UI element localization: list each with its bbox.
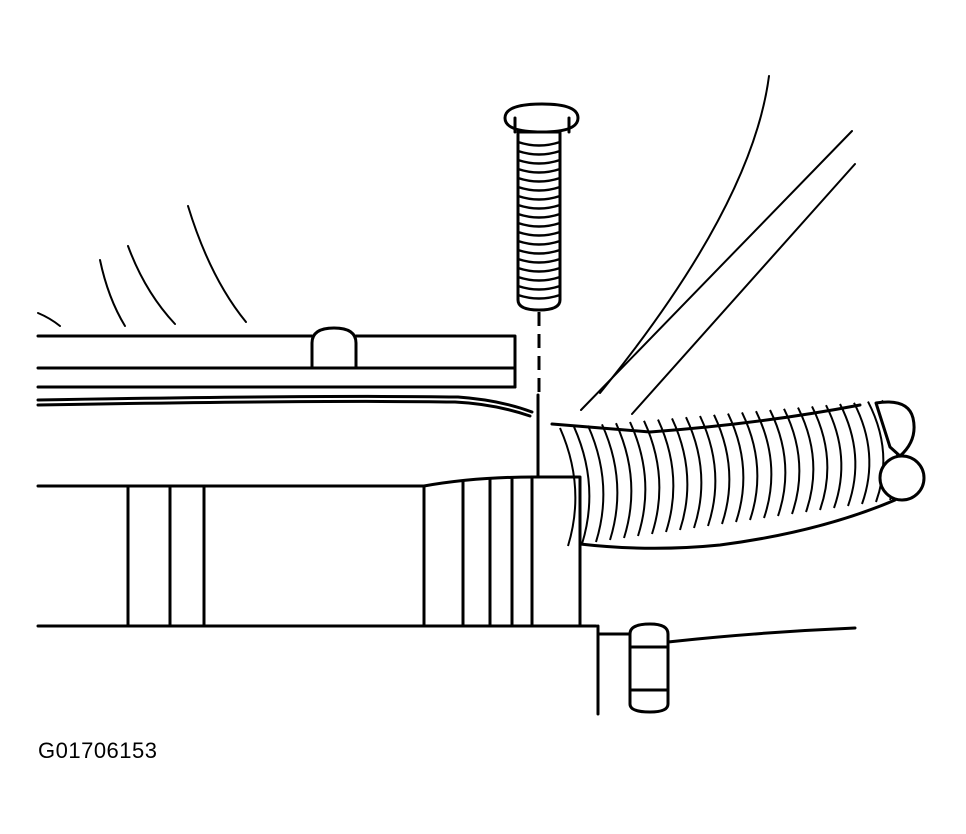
- conduit-ring: [699, 415, 717, 527]
- conduit-ring: [825, 404, 843, 509]
- screw-thread: [517, 149, 561, 156]
- screw-thread: [517, 239, 561, 246]
- conduit-ring: [559, 427, 577, 547]
- screw-thread: [517, 212, 561, 219]
- corrugated-conduit: [550, 399, 926, 550]
- mounting-screw-icon: [503, 102, 580, 312]
- conduit-ring: [601, 423, 619, 541]
- conduit-ring: [867, 401, 885, 503]
- conduit-ring: [839, 403, 857, 507]
- locator-dowel: [310, 326, 358, 370]
- screw-thread: [517, 194, 561, 201]
- housing-contour-lines: [37, 75, 856, 415]
- screw-thread: [517, 167, 561, 174]
- conduit-ring: [657, 419, 675, 533]
- conduit-ring: [587, 425, 605, 543]
- conduit-ring: [643, 420, 661, 535]
- conduit-ring: [783, 408, 801, 515]
- conduit-ring: [573, 426, 591, 545]
- screw-thread: [517, 203, 561, 210]
- conduit-ring: [741, 411, 759, 521]
- screw-thread: [517, 293, 561, 300]
- screw-thread: [517, 185, 561, 192]
- conduit-ring: [755, 410, 773, 519]
- figure-id-label: G01706153: [38, 738, 158, 763]
- conduit-ring: [769, 409, 787, 517]
- conduit-ring: [811, 405, 829, 511]
- mounting-bracket-tab: [530, 475, 582, 628]
- screw-thread: [517, 275, 561, 282]
- lower-bracket: [596, 624, 857, 716]
- conduit-ring: [685, 416, 703, 529]
- conduit-ring: [671, 417, 689, 531]
- lower-housing-block: [36, 475, 598, 628]
- hex-nut-icon: [628, 622, 670, 714]
- screw-thread: [517, 158, 561, 165]
- conduit-ring: [797, 407, 815, 513]
- conduit-ring: [727, 413, 745, 523]
- screw-thread: [517, 221, 561, 228]
- conduit-ring: [629, 421, 647, 537]
- conduit-ring: [853, 402, 871, 505]
- screw-thread: [517, 140, 561, 147]
- screw-thread: [517, 176, 561, 183]
- screw-thread: [517, 284, 561, 291]
- screw-thread: [517, 257, 561, 264]
- screw-thread: [517, 248, 561, 255]
- screw-thread: [517, 266, 561, 273]
- screw-thread: [517, 230, 561, 237]
- conduit-ring: [615, 422, 633, 539]
- upper-cover-plate: [36, 334, 534, 418]
- conduit-ring: [713, 414, 731, 525]
